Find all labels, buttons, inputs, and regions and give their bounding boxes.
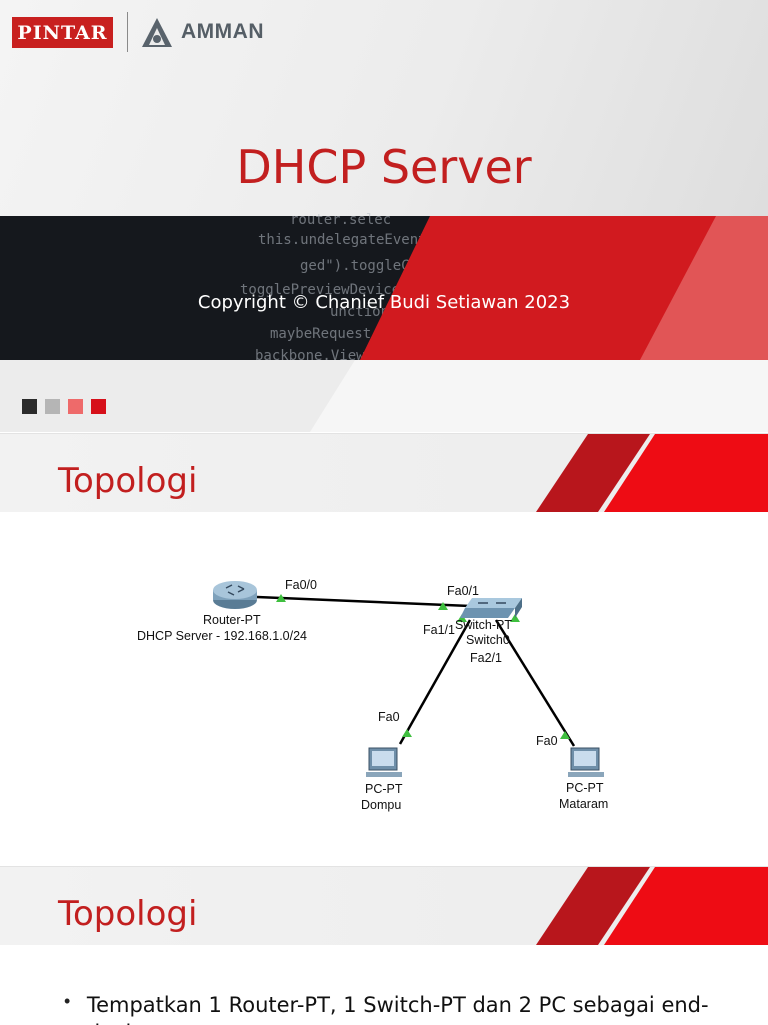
code-line: router.selec xyxy=(290,212,392,228)
color-squares xyxy=(22,399,106,414)
slide-heading: Topologi xyxy=(58,894,198,934)
red-diagonal-stripes xyxy=(360,216,768,360)
slide-title: DHCP Server xyxy=(236,140,532,194)
port-marker-pc-right xyxy=(560,731,570,739)
port-label-pc-right-fa0: Fa0 xyxy=(536,734,558,748)
code-line: backbone.View xyxy=(255,348,365,364)
slide-header: Topologi xyxy=(0,867,768,945)
code-line: this.undelegateEvents xyxy=(258,232,436,248)
switch-name: Switch-PT xyxy=(455,618,512,632)
pc-icon-dompu xyxy=(366,747,402,777)
switch-label: Switch0 xyxy=(466,633,510,647)
code-background: router.selec this.undelegateEvents ged")… xyxy=(0,212,768,364)
router-label: DHCP Server - 192.168.1.0/24 xyxy=(137,629,307,643)
topology-slide-instructions: Topologi • Tempatkan 1 Router-PT, 1 Swit… xyxy=(0,866,768,1025)
link-switch-pc-right xyxy=(494,619,576,747)
amman-logo-text: AMMAN xyxy=(181,20,264,43)
network-topology-diagram: Fa0/0 Fa0/1 Fa1/1 Fa2/1 Fa0 Fa0 Router-P… xyxy=(137,578,608,812)
code-band: router.selec this.undelegateEvents ged")… xyxy=(0,212,768,364)
title-background xyxy=(0,0,768,216)
pc-icon-mataram xyxy=(568,747,604,777)
title-slide: PINTAR AMMAN DHCP Server router.selec th… xyxy=(0,0,768,432)
port-label-switch-fa21: Fa2/1 xyxy=(470,651,502,665)
pc-left-name: PC-PT xyxy=(365,782,403,796)
code-line: maybeRequest xyxy=(270,326,372,342)
bullet-icon: • xyxy=(64,991,71,1011)
pc-right-label: Mataram xyxy=(559,797,608,811)
topology-slide: Topologi xyxy=(0,433,768,867)
header-stripes xyxy=(536,434,768,512)
slide-heading: Topologi xyxy=(58,461,198,501)
amman-logo-icon xyxy=(142,18,172,47)
bullet-text: Tempatkan 1 Router-PT, 1 Switch-PT dan 2… xyxy=(86,993,709,1025)
port-label-switch-fa11: Fa1/1 xyxy=(423,623,455,637)
port-marker-router xyxy=(276,594,286,602)
bullet-item: • Tempatkan 1 Router-PT, 1 Switch-PT dan… xyxy=(64,991,744,1025)
port-label-switch-fa01: Fa0/1 xyxy=(447,584,479,598)
pc-right-name: PC-PT xyxy=(566,781,604,795)
port-label-router-fa00: Fa0/0 xyxy=(285,578,317,592)
header-stripes xyxy=(536,867,768,945)
router-icon xyxy=(213,581,257,609)
copyright-text: Copyright © Chanief Budi Setiawan 2023 xyxy=(197,292,571,313)
code-line: togglePreviewDeviceBu xyxy=(240,282,418,298)
link-switch-pc-left xyxy=(398,619,472,745)
code-line: ged").toggleCla xyxy=(300,258,427,274)
square-dark xyxy=(22,399,37,414)
slide-header: Topologi xyxy=(0,434,768,512)
code-line: unction xyxy=(330,304,390,320)
pintar-logo: PINTAR xyxy=(12,17,113,48)
switch-icon xyxy=(460,598,522,618)
pc-left-label: Dompu xyxy=(361,798,401,812)
port-marker-switch-fa01 xyxy=(438,602,448,610)
link-router-switch xyxy=(256,595,471,608)
router-name: Router-PT xyxy=(203,613,261,627)
lower-diagonal-accent xyxy=(310,360,768,432)
square-red xyxy=(91,399,106,414)
square-light-red xyxy=(68,399,83,414)
logo-divider xyxy=(127,12,128,52)
port-label-pc-left-fa0: Fa0 xyxy=(378,710,400,724)
port-marker-pc-left xyxy=(402,729,412,737)
square-gray xyxy=(45,399,60,414)
